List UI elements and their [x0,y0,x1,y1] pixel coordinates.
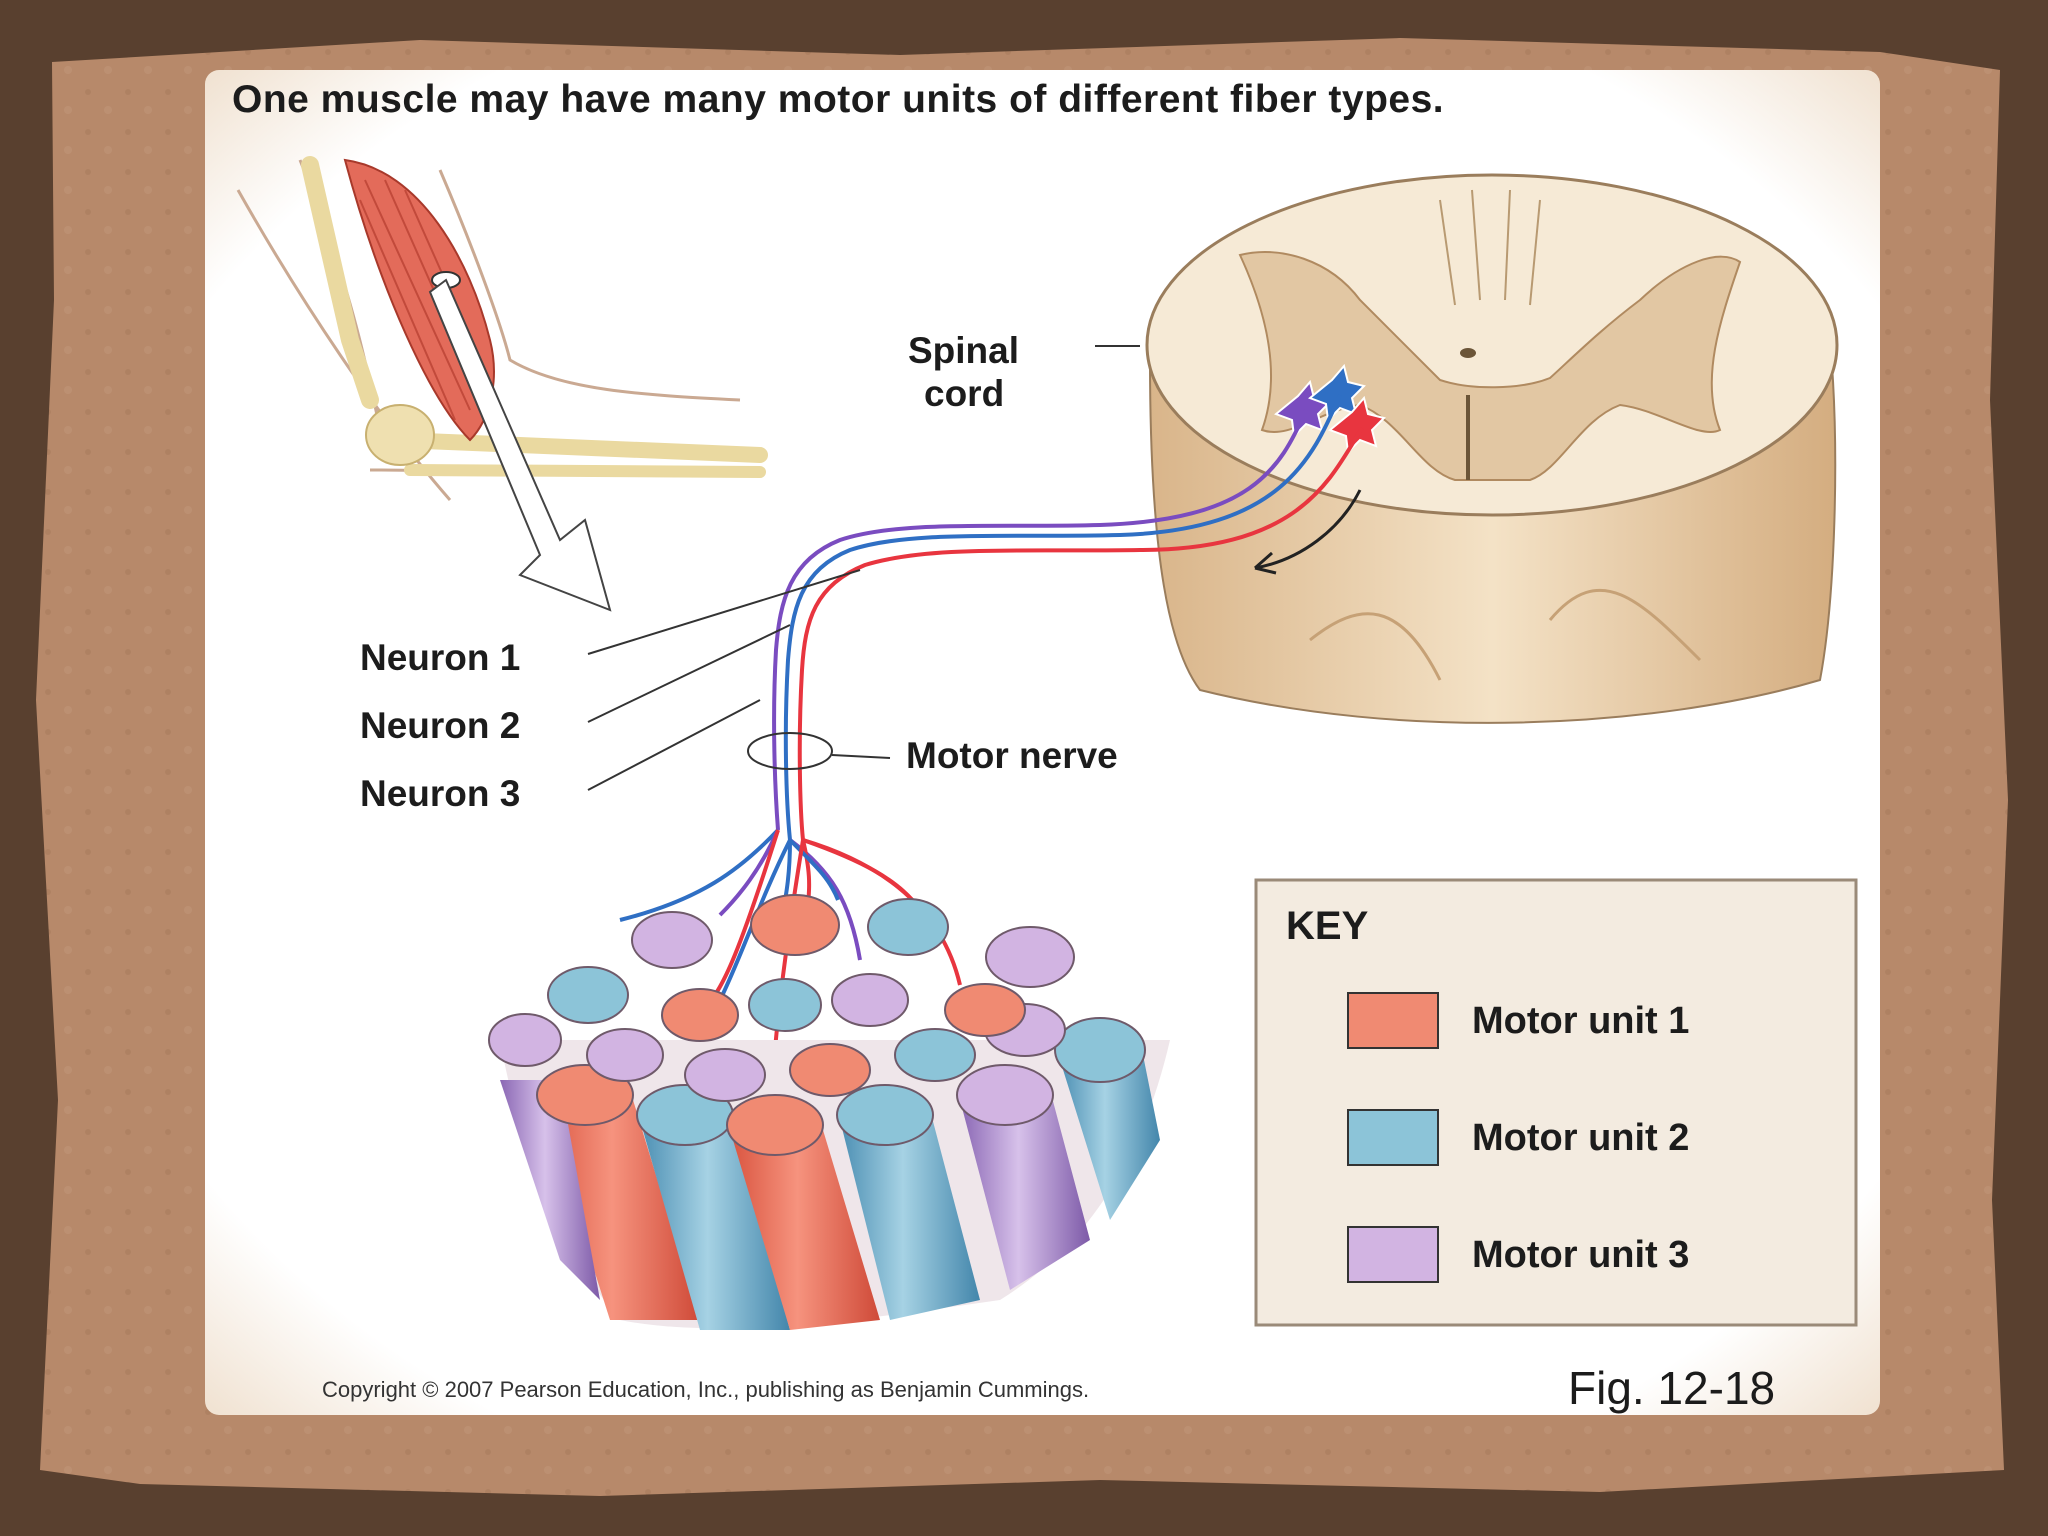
fiber-cylinders [500,1040,1160,1330]
spinal-cord-illustration [1095,173,1839,724]
key-swatch-2 [1347,1109,1439,1166]
neuron-1-label: Neuron 1 [360,637,521,678]
copyright-text: Copyright © 2007 Pearson Education, Inc.… [322,1377,1090,1402]
motor-nerve-label: Motor nerve [906,735,1118,776]
figure-number: Fig. 12-18 [1568,1362,1776,1414]
key-box [1254,878,1858,1327]
muscle-fiber-bundle [488,894,1170,1330]
key-title: KEY [1286,904,1369,948]
spinal-cord-label-line2: cord [924,373,1005,414]
figure-title: One muscle may have many motor units of … [232,78,1445,121]
key-swatch-1 [1347,992,1439,1049]
key-item-2-label: Motor unit 2 [1472,1117,1690,1159]
key-swatch-3 [1347,1226,1439,1283]
neuron-3-label: Neuron 3 [360,773,521,814]
neuron-leader-lines [587,569,861,791]
arm-illustration [236,156,768,612]
motor-nerve-axons [747,394,1364,841]
neuron-2-label: Neuron 2 [360,705,521,746]
key-item-3-label: Motor unit 3 [1472,1234,1690,1276]
fiber-ends [488,894,1146,1156]
spinal-cord-label-line1: Spinal [908,330,1020,371]
key-item-1-label: Motor unit 1 [1472,1000,1690,1042]
